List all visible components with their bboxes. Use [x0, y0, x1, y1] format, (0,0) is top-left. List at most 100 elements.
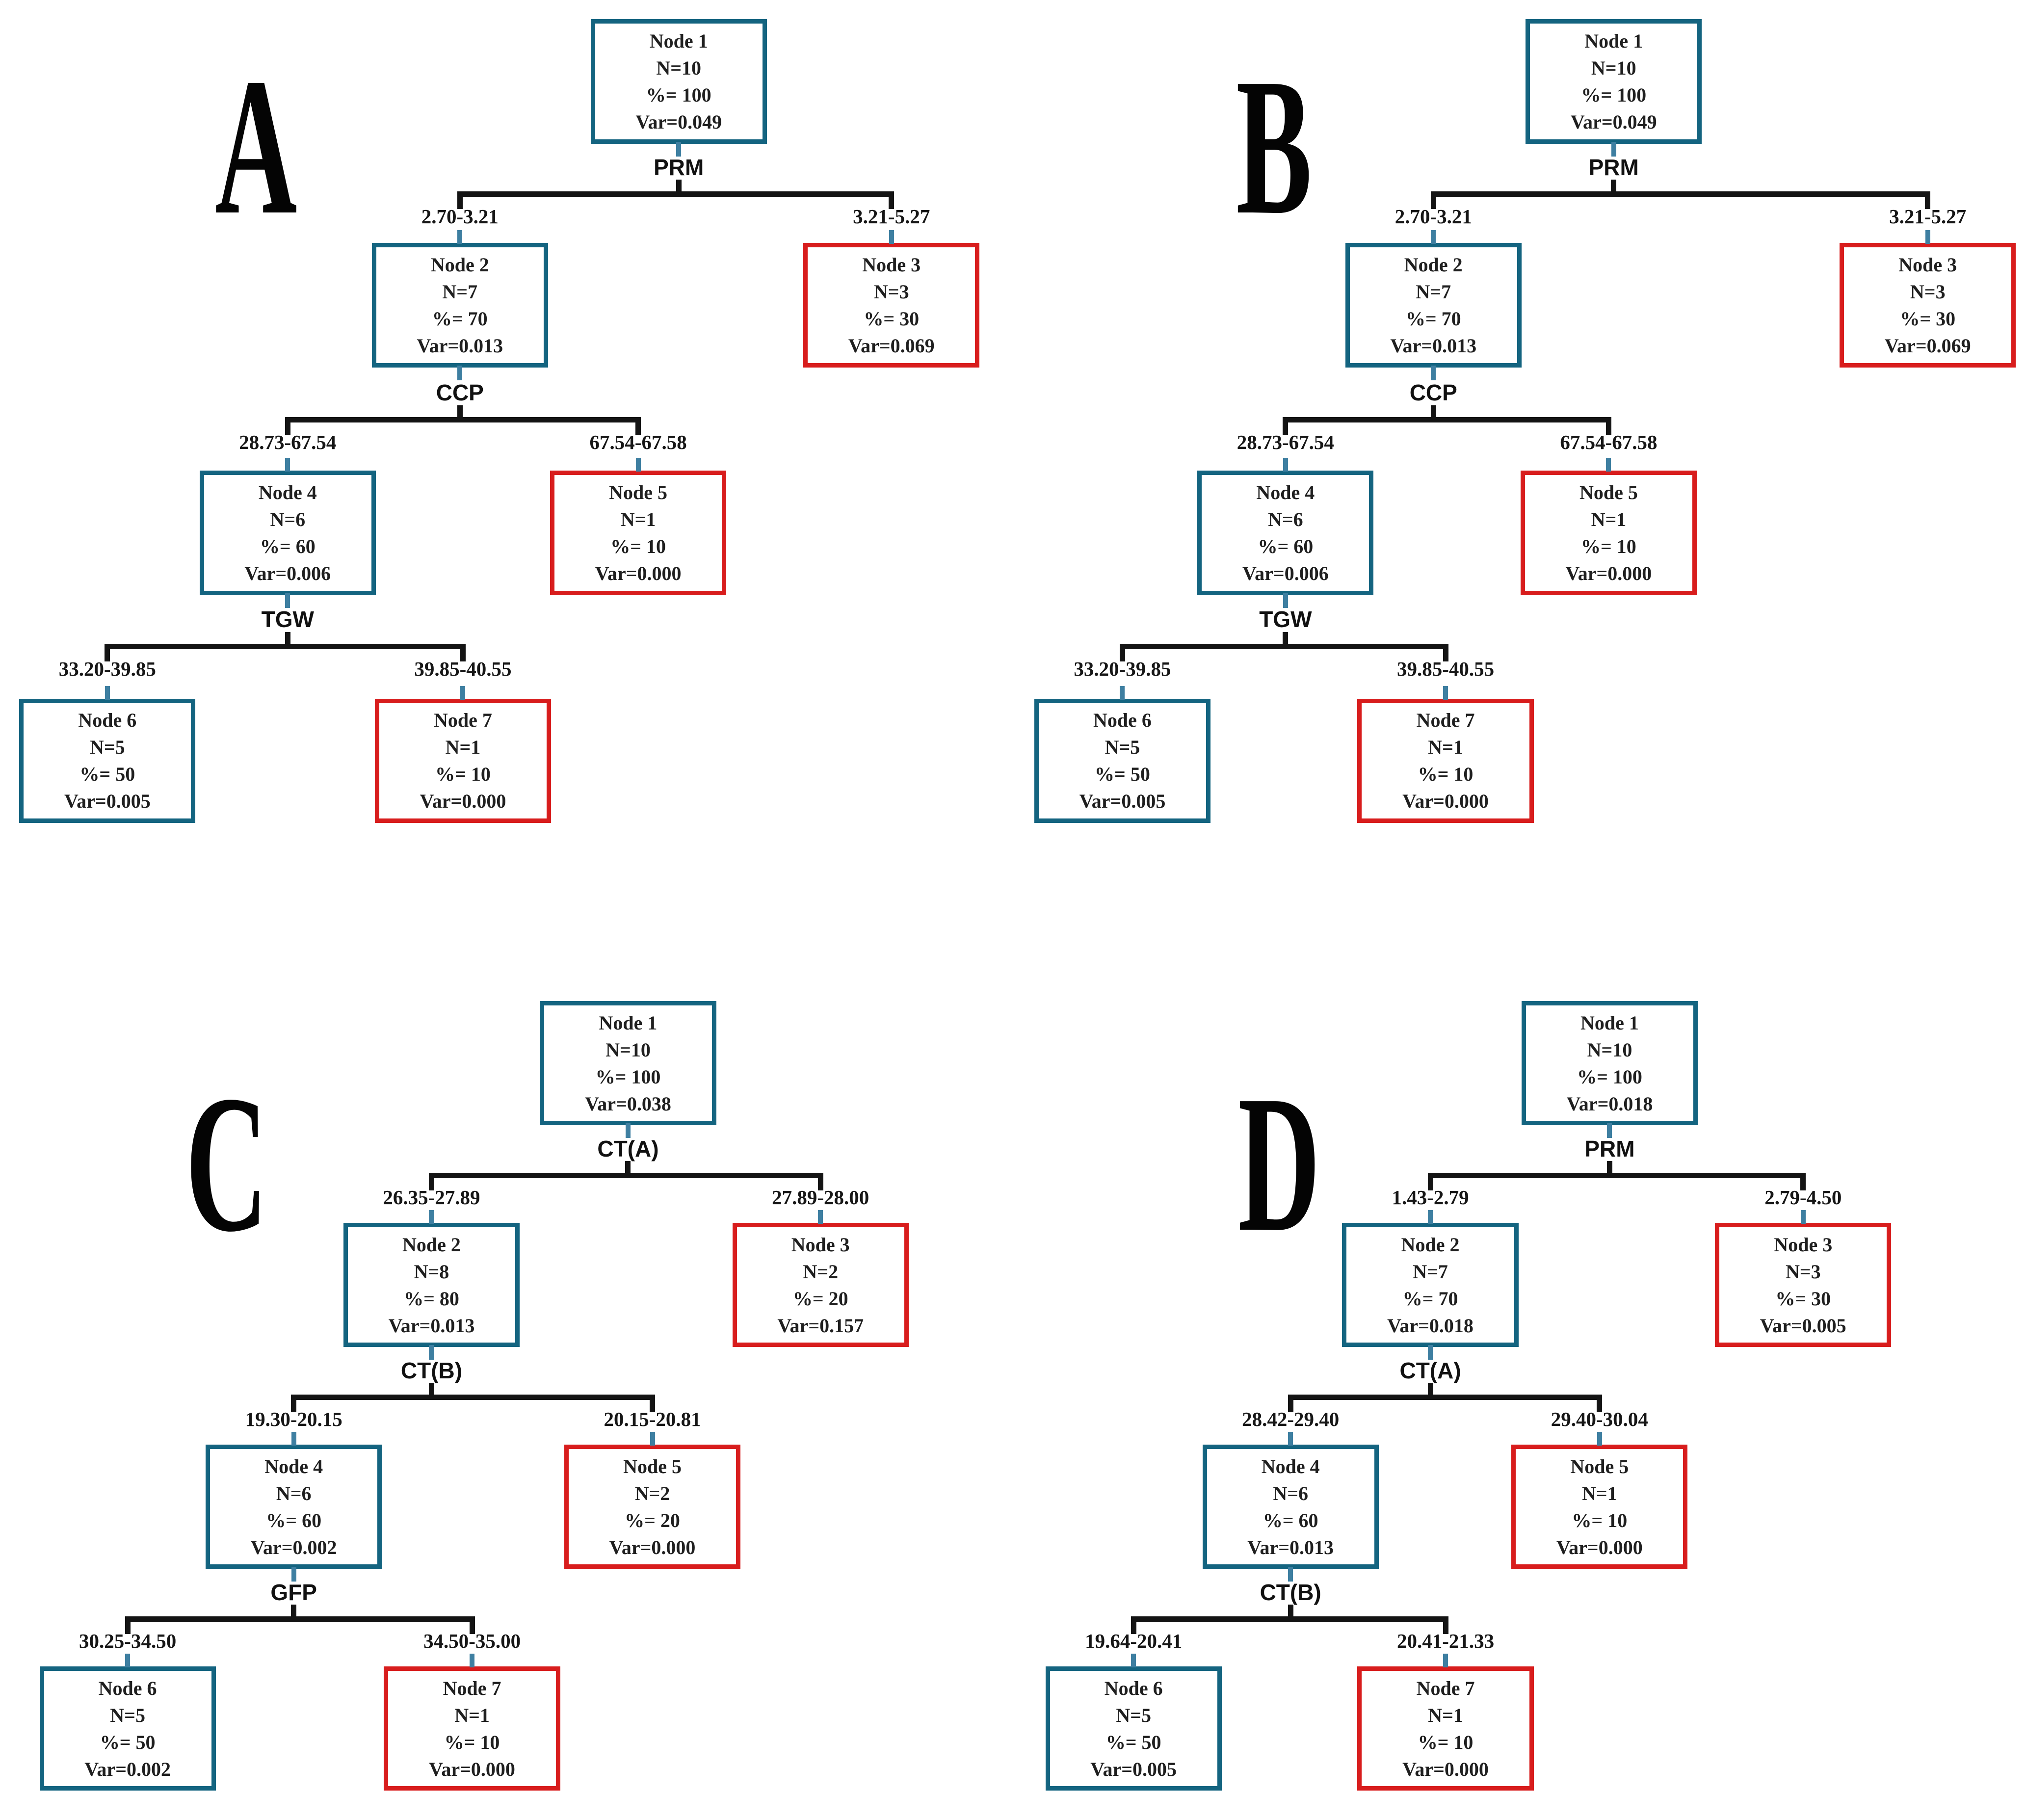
node-title: Node 3 — [791, 1233, 850, 1256]
node-percent: %= 20 — [792, 1287, 848, 1310]
split-variable-label: PRM — [1588, 155, 1639, 181]
split-variable-label: PRM — [654, 155, 704, 181]
node-count: N=6 — [1268, 508, 1303, 531]
node-title: Node 5 — [1579, 481, 1638, 504]
node-title: Node 2 — [402, 1233, 461, 1256]
node-count: N=1 — [1581, 1482, 1617, 1504]
node-percent: %= 10 — [1418, 763, 1473, 786]
node-percent: %= 20 — [625, 1509, 680, 1531]
node-title: Node 4 — [258, 481, 317, 504]
node-title: Node 7 — [1416, 709, 1475, 732]
branch-center-stub — [1611, 180, 1617, 192]
node-count: N=7 — [1416, 281, 1451, 303]
branch-tick-right — [1443, 644, 1448, 662]
branch-tick-left — [1427, 1172, 1433, 1190]
connector-stub — [457, 365, 463, 380]
node-percent: %= 100 — [1577, 1065, 1642, 1088]
node-title: Node 6 — [78, 709, 137, 732]
node-percent: %= 10 — [435, 763, 491, 786]
node-variance: Var=0.000 — [1402, 790, 1489, 813]
node-percent: %= 100 — [646, 83, 711, 106]
node-percent: %= 50 — [79, 763, 135, 786]
connector-stub — [650, 1431, 655, 1446]
node-variance: Var=0.013 — [417, 335, 503, 357]
node-variance: Var=0.000 — [1402, 1758, 1489, 1780]
branch-line — [1133, 1616, 1446, 1622]
split-right-range-label: 20.41-21.33 — [1396, 1629, 1495, 1652]
node-variance: Var=0.005 — [1079, 790, 1166, 813]
node-title: Node 6 — [98, 1677, 157, 1699]
node-count: N=6 — [276, 1482, 312, 1504]
node-count: N=1 — [1591, 508, 1627, 531]
node-title: Node 3 — [862, 254, 921, 276]
node-percent: %= 10 — [444, 1731, 500, 1753]
connector-stub — [105, 686, 110, 700]
connector-stub — [1443, 686, 1448, 700]
connector-stub — [429, 1210, 434, 1224]
branch-tick-left — [428, 1172, 434, 1190]
split-right-range-label: 34.50-35.00 — [423, 1629, 521, 1652]
node-count: N=10 — [1591, 56, 1636, 79]
split-left-range-label: 30.25-34.50 — [79, 1629, 177, 1652]
node-variance: Var=0.000 — [1565, 562, 1652, 585]
branch-line — [1122, 644, 1446, 650]
node-variance: Var=0.069 — [1884, 335, 1971, 357]
split-right-range-label: 27.89-28.00 — [772, 1186, 869, 1209]
branch-tick-left — [1288, 1394, 1293, 1412]
node-title: Node 2 — [430, 254, 489, 276]
node-percent: %= 100 — [595, 1065, 661, 1088]
node-title: Node 7 — [443, 1677, 501, 1699]
branch-center-stub — [428, 1382, 434, 1395]
branch-tick-left — [457, 191, 463, 210]
branch-line — [107, 644, 463, 650]
node-percent: %= 70 — [1405, 308, 1461, 330]
panel-b-label: B — [1236, 38, 1312, 256]
connector-stub — [1288, 1431, 1293, 1446]
connector-stub — [1120, 686, 1125, 700]
branch-tick-left — [105, 644, 110, 662]
node-variance: Var=0.069 — [848, 335, 935, 357]
branch-tick-right — [460, 644, 466, 662]
node-variance: Var=0.000 — [429, 1758, 515, 1780]
node-count: N=5 — [1116, 1704, 1152, 1726]
node-variance: Var=0.013 — [1390, 335, 1477, 357]
connector-stub — [1131, 1653, 1136, 1667]
split-left-range-label: 1.43-2.79 — [1392, 1186, 1469, 1209]
split-right-range-label: 29.40-30.04 — [1551, 1407, 1648, 1430]
split-left-range-label: 19.30-20.15 — [245, 1407, 342, 1430]
node-title: Node 1 — [1580, 1011, 1639, 1034]
node-variance: Var=0.049 — [1570, 110, 1657, 133]
node-title: Node 6 — [1104, 1677, 1163, 1699]
split-left-range-label: 28.42-29.40 — [1242, 1407, 1340, 1430]
node-count: N=5 — [110, 1704, 145, 1726]
node-title: Node 5 — [1570, 1455, 1629, 1477]
node-variance: Var=0.005 — [1760, 1314, 1846, 1337]
node-count: N=10 — [656, 56, 702, 79]
connector-stub — [1925, 230, 1930, 244]
split-variable-label: CT(B) — [1260, 1579, 1321, 1605]
node-count: N=7 — [1413, 1260, 1448, 1283]
node-count: N=1 — [445, 736, 481, 759]
split-right-range-label: 3.21-5.27 — [1889, 205, 1967, 228]
connector-stub — [1606, 458, 1611, 472]
node-variance: Var=0.005 — [1090, 1758, 1177, 1780]
node-percent: %= 10 — [1581, 535, 1636, 558]
node-variance: Var=0.006 — [1242, 562, 1329, 585]
connector-stub — [818, 1210, 823, 1224]
branch-line — [460, 191, 892, 197]
